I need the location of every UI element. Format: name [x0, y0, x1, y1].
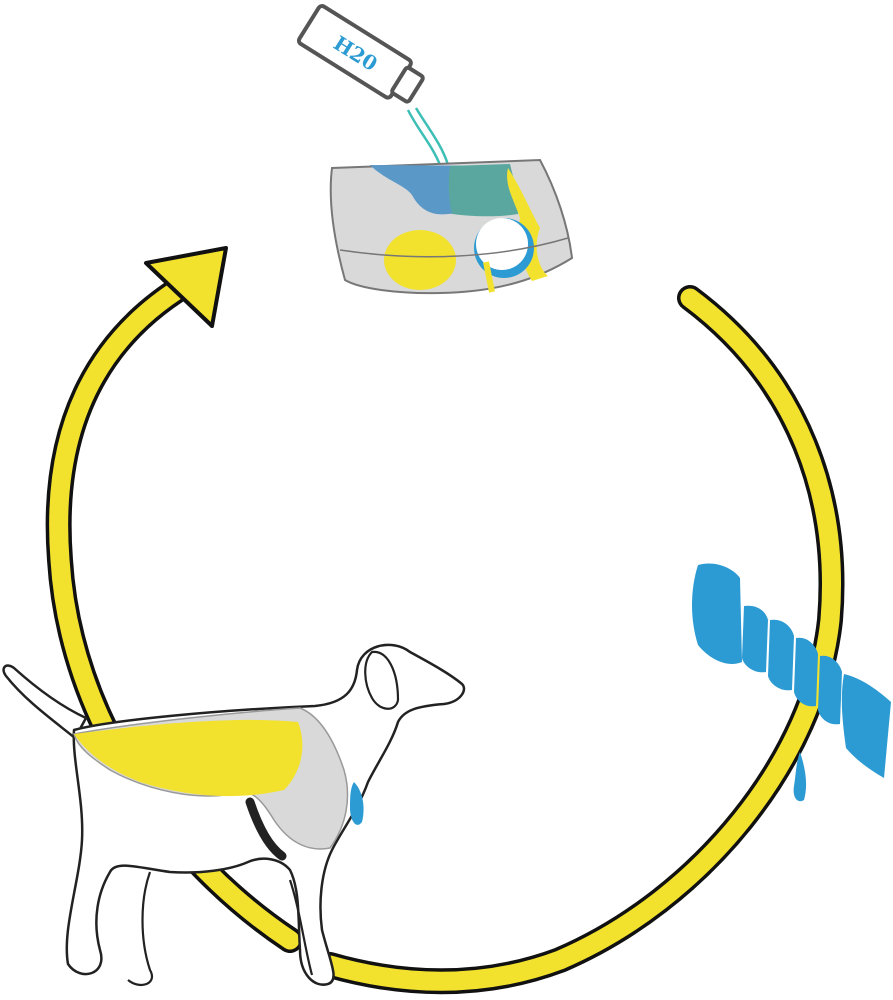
cooling-vest-icon [329, 158, 574, 295]
cycle-arrowhead [144, 246, 228, 328]
water-bottle-icon: H20 [296, 4, 425, 104]
water-drip-icon [793, 752, 807, 802]
cycle-arrow-right [317, 285, 845, 995]
dog-wearing-vest-icon [2, 643, 466, 987]
wringing-cloth-icon [692, 563, 891, 802]
water-stream [406, 107, 450, 166]
